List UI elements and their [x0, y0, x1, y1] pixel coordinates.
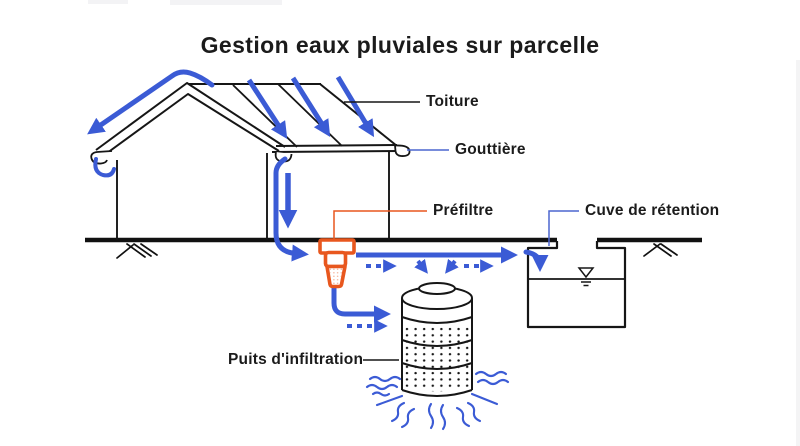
infiltration-waves-icon — [365, 370, 510, 431]
overflow-dashed-arrows — [366, 258, 494, 274]
cuve-connector-line — [548, 210, 579, 246]
top-edge-artifact — [170, 0, 282, 5]
label-cuve: Cuve de rétention — [585, 202, 720, 219]
label-prefiltre: Préfiltre — [433, 202, 494, 219]
top-edge-artifact — [88, 0, 128, 4]
house-outline — [116, 152, 390, 240]
retention-tank — [526, 241, 627, 329]
infiltration-well — [401, 282, 473, 397]
ground-hatch-right-icon — [643, 243, 678, 257]
right-edge-artifact — [796, 60, 800, 446]
label-puits: Puits d'infiltration — [228, 351, 364, 368]
label-gouttiere: Gouttière — [455, 141, 526, 158]
roof-flow-arrows — [246, 75, 375, 139]
tank-flow-arrow — [356, 246, 549, 272]
prefiltre-connector-line — [333, 210, 427, 239]
ridge-flow-arrow — [87, 69, 215, 135]
well-inflow-arrow — [331, 284, 391, 323]
downspout-pipe — [273, 156, 309, 262]
label-toiture: Toiture — [426, 93, 479, 110]
diagram-title: Gestion eaux pluviales sur parcelle — [200, 32, 600, 59]
gutter-right-icon — [394, 144, 411, 157]
prefilter-mesh — [329, 268, 343, 284]
ground-hatch-left-icon — [116, 243, 158, 259]
water-level-icon — [577, 267, 595, 287]
left-gutter-curl-arrow — [93, 157, 116, 178]
